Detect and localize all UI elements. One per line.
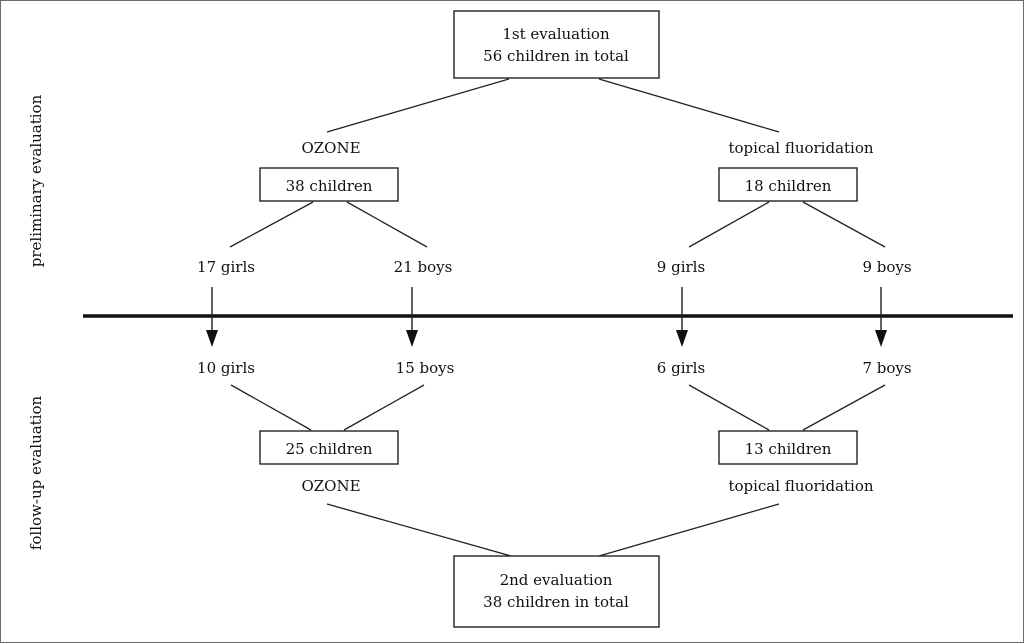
followup-ozone-box [259, 430, 399, 465]
prelim-ozone-girls: 17 girls [197, 258, 255, 276]
first-evaluation-box [453, 10, 660, 79]
followup-ozone-girls: 10 girls [197, 359, 255, 377]
connector-top-ozone [326, 78, 510, 133]
followup-ozone-count: 25 children [286, 440, 373, 458]
arrow-fluoridation-girls [676, 287, 688, 347]
connector-fluoridation-boys [802, 201, 886, 248]
followup-fluoridation-count: 13 children [745, 440, 832, 458]
connector-top-fluoridation [598, 78, 780, 133]
connector-followup-fluoridation-boys [802, 384, 886, 431]
connector-ozone-boys [346, 201, 428, 248]
prelim-ozone-boys: 21 boys [394, 258, 453, 276]
followup-ozone-label: OZONE [301, 477, 360, 495]
second-evaluation-total: 38 children in total [483, 593, 629, 611]
connector-followup-ozone-girls [230, 384, 312, 431]
followup-fluoridation-box [718, 430, 858, 465]
prelim-fluoridation-count: 18 children [745, 177, 832, 195]
second-evaluation-box [453, 555, 660, 628]
second-evaluation-title: 2nd evaluation [500, 571, 613, 589]
followup-fluoridation-girls: 6 girls [657, 359, 705, 377]
prelim-fluoridation-label: topical fluoridation [728, 139, 873, 157]
prelim-ozone-label: OZONE [301, 139, 360, 157]
connector-ozone-bottom [326, 503, 512, 557]
followup-fluoridation-boys: 7 boys [862, 359, 911, 377]
followup-ozone-boys: 15 boys [396, 359, 455, 377]
side-label-preliminary: preliminary evaluation [27, 94, 45, 267]
first-evaluation-title: 1st evaluation [502, 25, 610, 43]
arrow-ozone-boys [406, 287, 418, 347]
connector-followup-ozone-boys [343, 384, 425, 431]
prelim-ozone-box [259, 167, 399, 202]
prelim-fluoridation-boys: 9 boys [862, 258, 911, 276]
side-label-followup: follow-up evaluation [27, 395, 45, 550]
connector-ozone-girls [229, 201, 314, 248]
connector-followup-fluoridation-girls [688, 384, 770, 431]
prelim-ozone-count: 38 children [286, 177, 373, 195]
prelim-fluoridation-girls: 9 girls [657, 258, 705, 276]
followup-fluoridation-label: topical fluoridation [728, 477, 873, 495]
prelim-fluoridation-box [718, 167, 858, 202]
arrow-ozone-girls [206, 287, 218, 347]
connector-fluoridation-girls [688, 201, 770, 248]
first-evaluation-total: 56 children in total [483, 47, 629, 65]
arrow-fluoridation-boys [875, 287, 887, 347]
connector-fluoridation-bottom [598, 503, 780, 557]
